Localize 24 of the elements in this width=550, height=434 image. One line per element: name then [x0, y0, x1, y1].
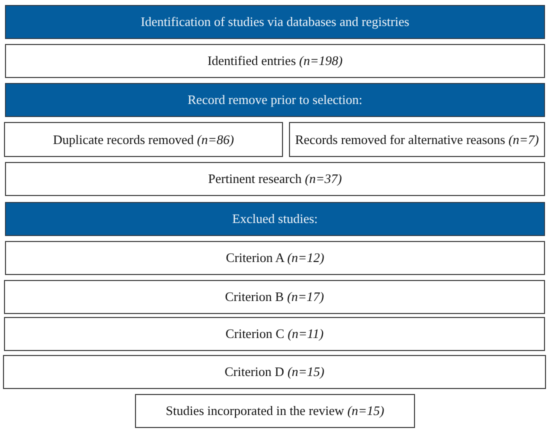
header-band	[5, 5, 545, 39]
process-box	[4, 317, 545, 351]
header-band	[5, 202, 545, 236]
process-box	[5, 241, 545, 275]
entry-text: Identified entries (n=198)	[206, 53, 344, 69]
entry-text: Criterion A (n=12)	[224, 250, 326, 266]
process-box	[5, 44, 545, 78]
process-box	[4, 280, 545, 314]
process-box	[3, 355, 546, 389]
entry-text: Criterion D (n=15)	[224, 364, 326, 380]
entry-text: Pertinent research (n=37)	[207, 171, 343, 187]
process-box	[135, 394, 415, 428]
process-box	[289, 122, 545, 157]
heading-text: Identification of studies via databases and registries	[140, 14, 410, 30]
heading-text: Exclued studies:	[231, 211, 319, 227]
entry-text: Criterion B (n=17)	[224, 289, 326, 305]
entry-text: Studies incorporated in the review (n=15)	[164, 403, 386, 419]
entry-text: Records removed for alternative reasons (n=7)	[294, 132, 540, 148]
process-box	[5, 162, 545, 196]
entry-text: Duplicate records removed (n=86)	[52, 132, 235, 148]
process-box	[4, 122, 283, 157]
entry-text: Criterion C (n=11)	[224, 326, 325, 342]
header-band	[5, 83, 545, 117]
heading-text: Record remove prior to selection:	[186, 92, 364, 108]
